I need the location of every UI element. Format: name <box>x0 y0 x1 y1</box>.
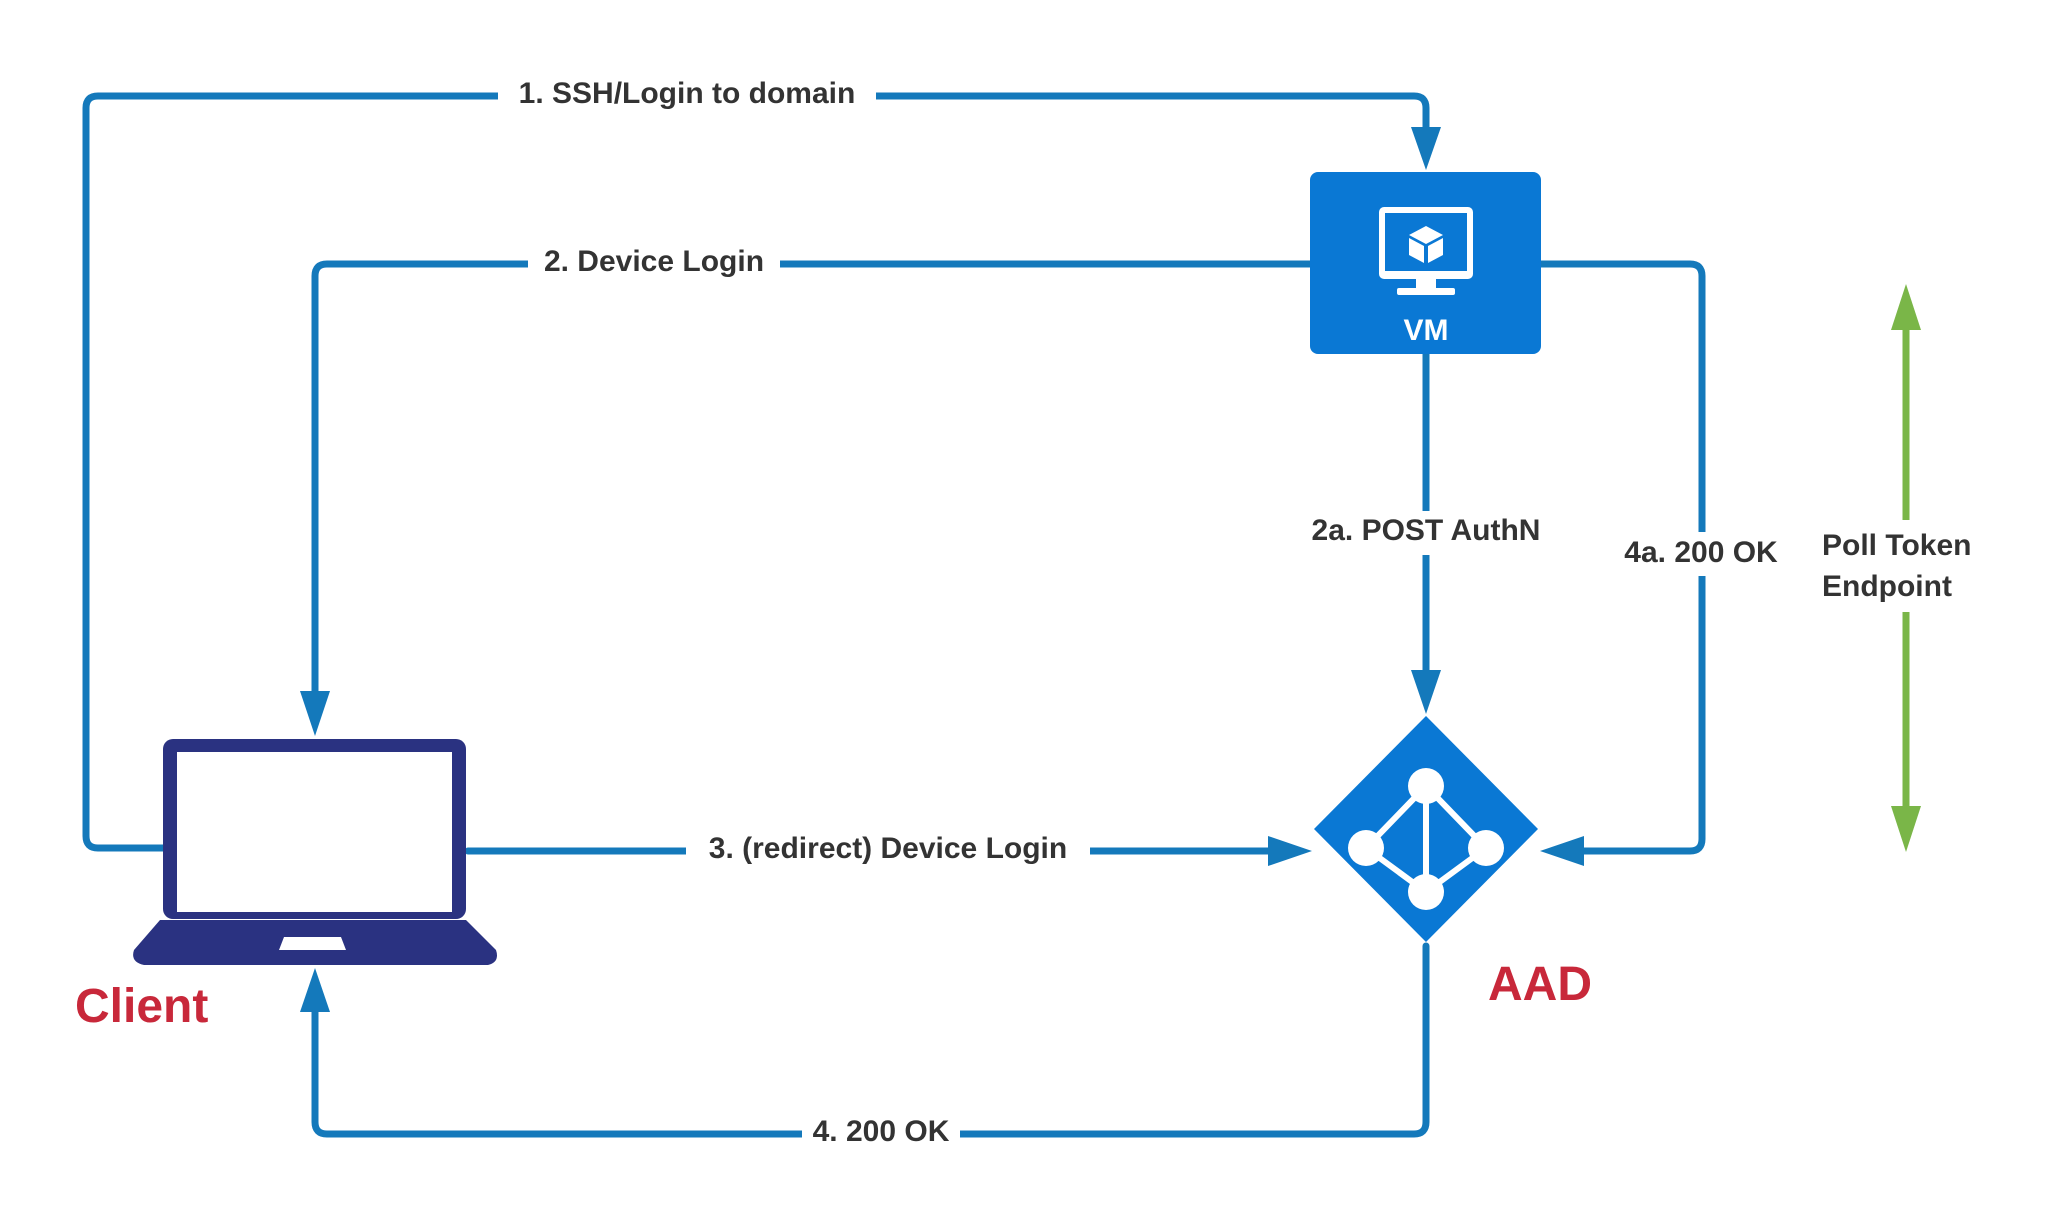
edge-step1-line <box>82 92 1430 852</box>
edge-step2-arrowhead <box>300 691 330 736</box>
vm-node: VM <box>1310 172 1541 354</box>
edge-step3-label: 3. (redirect) Device Login <box>709 832 1067 865</box>
poll-label-line2: Endpoint <box>1822 570 1952 603</box>
edge-step2a-label: 2a. POST AuthN <box>1312 514 1541 547</box>
edge-step1-label: 1. SSH/Login to domain <box>519 77 856 110</box>
poll-up-arrowhead <box>1891 284 1921 330</box>
client-label: Client <box>75 980 208 1033</box>
edge-step4a-arrowhead <box>1540 836 1584 866</box>
edge-step2-label: 2. Device Login <box>544 245 764 278</box>
client-node: Client <box>75 739 497 1033</box>
edge-step3-arrowhead <box>1268 836 1312 866</box>
edge-step2a-arrowhead <box>1411 670 1441 714</box>
poll-token-indicator: Poll Token Endpoint <box>1822 284 1971 852</box>
aad-node: AAD <box>1314 716 1592 1011</box>
monitor-cube-icon <box>1379 207 1473 295</box>
edge-step1-arrowhead <box>1411 127 1441 170</box>
vm-label: VM <box>1404 314 1449 347</box>
edge-step4a-label: 4a. 200 OK <box>1624 536 1778 569</box>
edge-step4-arrowhead <box>300 968 330 1012</box>
poll-label-line1: Poll Token <box>1822 529 1971 562</box>
poll-down-arrowhead <box>1891 806 1921 852</box>
edge-step2-line <box>311 260 1314 696</box>
edge-step4-line <box>311 942 1430 1138</box>
aad-label: AAD <box>1488 958 1592 1011</box>
edge-step4-label: 4. 200 OK <box>813 1115 950 1148</box>
laptop-icon <box>133 739 497 965</box>
